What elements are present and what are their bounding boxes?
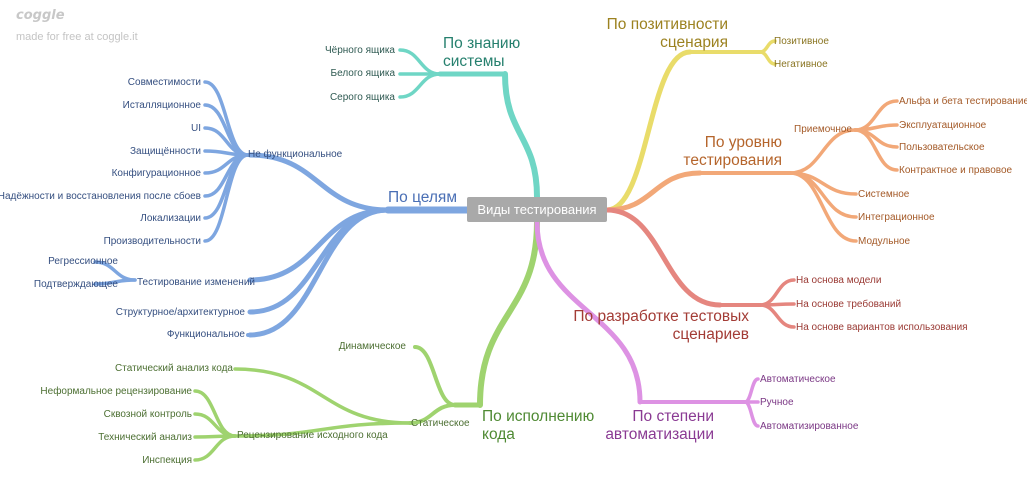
goals-changes-title[interactable]: Тестирование изменений — [137, 277, 255, 288]
positivity-item-negative[interactable]: Негативное — [774, 59, 828, 70]
nonfunctional-item-ui[interactable]: UI — [191, 123, 201, 134]
connector-2 — [398, 48, 442, 76]
static-review-title[interactable]: Рецензирование исходного кода — [237, 430, 388, 441]
connector-54 — [743, 400, 760, 428]
connector-49 — [758, 303, 796, 329]
level-acceptance-title[interactable]: Приемочное — [794, 124, 852, 135]
root-node[interactable]: Виды тестирования — [467, 197, 607, 222]
nonfunctional-item-configuration[interactable]: Конфигурационное — [111, 168, 201, 179]
connector-23 — [413, 345, 457, 407]
coggle-tagline: made for free at coggle.it — [16, 31, 138, 43]
design-item-use-cases[interactable]: На основе вариантов использования — [796, 322, 968, 333]
connector-41 — [853, 128, 899, 172]
design-item-model[interactable]: На основа модели — [796, 275, 882, 286]
acceptance-item-user[interactable]: Пользовательское — [899, 142, 985, 153]
automation-item-manual[interactable]: Ручное — [760, 397, 794, 408]
connector-52 — [743, 377, 760, 404]
branch-execution-title[interactable]: По исполнению кода — [482, 408, 595, 443]
changes-item-confirmation[interactable]: Подтверждающее — [33, 279, 118, 290]
goals-functional[interactable]: Функциональное — [166, 329, 245, 340]
review-item-inspection[interactable]: Инспекция — [142, 455, 192, 466]
connector-20 — [93, 278, 137, 286]
nonfunctional-item-installation[interactable]: Исталляционное — [122, 100, 201, 111]
acceptance-item-alpha-beta[interactable]: Альфа и бета тестирование — [899, 96, 1027, 107]
connector-0 — [502, 71, 540, 200]
connector-44 — [788, 171, 858, 243]
nonfunctional-item-performance[interactable]: Производительности — [103, 236, 201, 247]
branch-goals-title[interactable]: По целям — [388, 189, 457, 206]
branch-automation-title[interactable]: По степени автоматизации — [605, 408, 714, 443]
knowledge-item-grey-box[interactable]: Серого ящика — [329, 92, 395, 103]
level-item-system[interactable]: Системное — [858, 189, 910, 200]
static-code-analysis[interactable]: Статический анализ кода — [115, 363, 233, 374]
branch-knowledge-title[interactable]: По знанию системы — [443, 35, 521, 70]
goals-structural[interactable]: Структурное/архитектурное — [115, 307, 245, 318]
connector-30 — [193, 434, 237, 462]
execution-static-title[interactable]: Статическое — [411, 418, 470, 429]
knowledge-item-white-box[interactable]: Белого ящика — [330, 68, 395, 79]
connector-18 — [203, 153, 250, 243]
connector-24 — [408, 403, 457, 425]
automation-item-automated[interactable]: Автоматизированное — [760, 421, 859, 432]
coggle-logo: coggle — [16, 8, 65, 23]
review-item-walkthrough[interactable]: Сквозной контроль — [103, 409, 192, 420]
level-item-unit[interactable]: Модульное — [858, 236, 911, 247]
review-item-informal[interactable]: Неформальное рецензирование — [40, 386, 192, 397]
connector-35 — [604, 170, 703, 213]
connector-47 — [758, 278, 796, 307]
branch-level-title[interactable]: По уровню тестирования — [683, 134, 782, 169]
connector-31 — [604, 49, 693, 213]
connector-21 — [477, 219, 540, 408]
nonfunctional-item-compatibility[interactable]: Совместимости — [127, 77, 201, 88]
connector-6 — [247, 152, 391, 213]
goals-nonfunctional-title[interactable]: Не функциональное — [248, 149, 343, 160]
connector-33 — [758, 39, 777, 54]
positivity-item-positive[interactable]: Позитивное — [774, 36, 829, 47]
acceptance-item-operational[interactable]: Эксплуатационное — [899, 120, 987, 131]
branch-design-title[interactable]: По разработке тестовых сценариев — [573, 308, 749, 343]
review-item-technical[interactable]: Технический анализ — [98, 432, 192, 443]
nonfunctional-item-security[interactable]: Защищённости — [130, 146, 201, 157]
connector-45 — [604, 207, 723, 308]
connector-4 — [398, 72, 442, 99]
level-item-integration[interactable]: Интеграционное — [858, 212, 935, 223]
design-item-requirements[interactable]: На основе требований — [796, 299, 902, 310]
changes-item-regression[interactable]: Регрессионное — [48, 256, 118, 267]
nonfunctional-item-localization[interactable]: Локализации — [140, 213, 201, 224]
connector-50 — [534, 219, 643, 405]
connector-9 — [247, 207, 391, 338]
connector-25 — [233, 367, 412, 425]
nonfunctional-item-reliability[interactable]: Надёжности и восстановления после сбоев — [0, 191, 201, 202]
connector-34 — [758, 50, 777, 66]
branch-positivity-title[interactable]: По позитивности сценария — [606, 16, 728, 51]
knowledge-item-black-box[interactable]: Чёрного ящика — [324, 45, 395, 56]
connector-37 — [788, 128, 857, 175]
acceptance-item-contract[interactable]: Контрактное и правовое — [899, 165, 1013, 176]
connector-8 — [247, 207, 391, 315]
execution-dynamic[interactable]: Динамическое — [338, 341, 406, 352]
automation-item-automatic[interactable]: Автоматическое — [760, 374, 836, 385]
connector-26 — [233, 421, 412, 438]
